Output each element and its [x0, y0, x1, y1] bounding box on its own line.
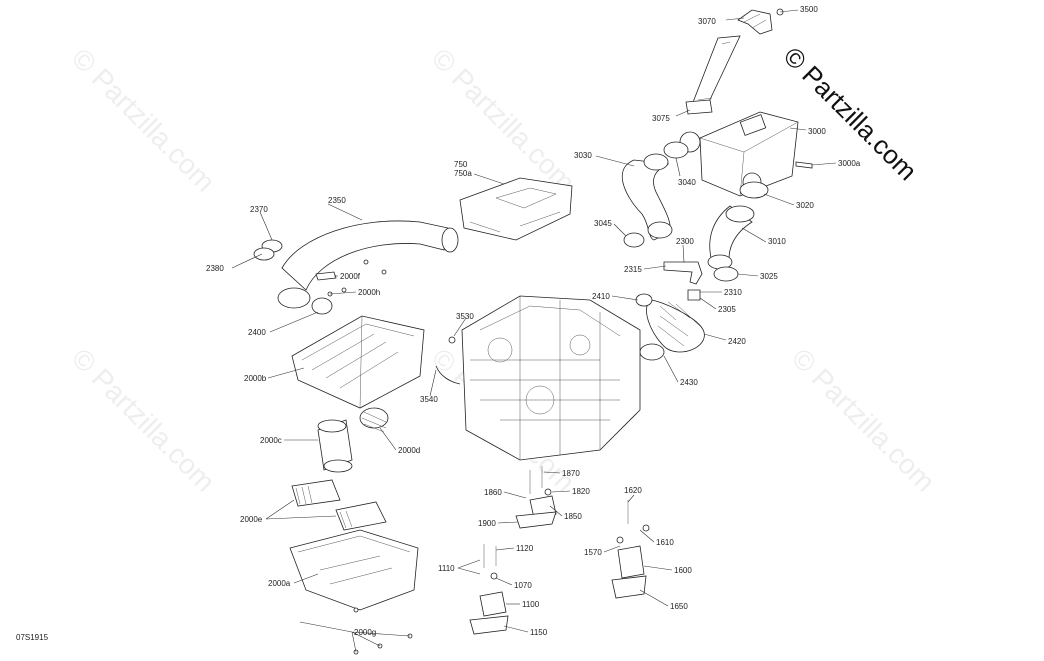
coupler-2000d	[359, 407, 389, 433]
callout-label[interactable]: 2400	[248, 328, 266, 337]
callout-label[interactable]: 1820	[572, 487, 590, 496]
mount-1100	[469, 544, 509, 635]
watermark: © Partzilla.com	[426, 42, 581, 197]
callout-label[interactable]: 1860	[484, 488, 502, 497]
screw-2000g	[353, 607, 359, 613]
callout-label[interactable]: 3010	[768, 237, 786, 246]
callout-label[interactable]: 1120	[516, 544, 534, 553]
intake-manifold-2000b	[291, 315, 425, 409]
callout-label[interactable]: 3075	[652, 114, 670, 123]
bracket-3070	[737, 8, 784, 35]
callout-label[interactable]: 3000	[808, 127, 826, 136]
screw-2000h	[381, 269, 387, 275]
screw-2000h	[341, 287, 347, 293]
fitting-2300	[663, 261, 703, 285]
callout-label[interactable]: 1070	[514, 581, 532, 590]
mount-1600	[611, 500, 650, 599]
callout-label[interactable]: 2380	[206, 264, 224, 273]
callout-label[interactable]: 2000d	[398, 446, 420, 455]
intercooler-3000	[679, 111, 799, 197]
callout-label[interactable]: 3020	[796, 201, 814, 210]
clamp-2380	[253, 247, 275, 261]
callout-label[interactable]: 3540	[420, 395, 438, 404]
mount-1850	[515, 466, 557, 529]
callout-labels: 3500 3070 3075 3000 3000a 3030 3040 3020…	[206, 5, 861, 637]
wire-3540	[435, 365, 461, 385]
callout-label[interactable]: 2430	[680, 378, 698, 387]
callout-label[interactable]: 2420	[728, 337, 746, 346]
callout-label[interactable]: 3000a	[838, 159, 861, 168]
callout-label[interactable]: 1110	[438, 564, 455, 573]
callout-label[interactable]: 2000a	[268, 579, 291, 588]
callout-label[interactable]: 2310	[724, 288, 742, 297]
callout-label[interactable]: 750a	[454, 169, 472, 178]
callout-label[interactable]: 2350	[328, 196, 346, 205]
callout-label[interactable]: 3040	[678, 178, 696, 187]
bolt-3000a	[795, 161, 813, 169]
callout-label[interactable]: 750	[454, 160, 468, 169]
gasket-2000f	[315, 271, 337, 281]
callout-label[interactable]: 2000e	[240, 515, 263, 524]
callout-label[interactable]: 2000c	[260, 436, 282, 445]
sensor-3530	[448, 336, 456, 344]
part-drawings	[253, 8, 813, 655]
clamp-2400	[311, 297, 333, 315]
callout-label[interactable]: 2300	[676, 237, 694, 246]
callout-label[interactable]: 1620	[624, 486, 642, 495]
callout-label[interactable]: 1870	[562, 469, 580, 478]
tube-2000c	[317, 419, 353, 473]
clamp-3020	[739, 181, 769, 199]
callout-label[interactable]: 1150	[530, 628, 548, 637]
callout-label[interactable]: 3530	[456, 312, 474, 321]
oil-pan-2000a	[289, 529, 419, 611]
hose-3010	[707, 205, 755, 270]
strap-3075	[685, 35, 741, 115]
callout-label[interactable]: 1900	[478, 519, 496, 528]
engine-block	[461, 295, 641, 461]
watermark: © Partzilla.com	[66, 42, 221, 197]
callout-label[interactable]: 3030	[574, 151, 592, 160]
callout-label[interactable]: 1600	[674, 566, 692, 575]
callout-label[interactable]: 1850	[564, 512, 582, 521]
callout-label[interactable]: 2315	[624, 265, 642, 274]
coupler-2000e	[291, 479, 387, 531]
bellows-2420	[635, 293, 705, 361]
callout-label[interactable]: 2000g	[354, 628, 376, 637]
callout-label[interactable]: 3070	[698, 17, 716, 26]
callout-label[interactable]: 2305	[718, 305, 736, 314]
clamp-3025	[713, 266, 739, 282]
clamp-3045	[623, 232, 645, 248]
watermark: © Partzilla.com	[66, 342, 221, 497]
intake-duct-2350	[277, 220, 459, 309]
callout-label[interactable]: 2410	[592, 292, 610, 301]
callout-label[interactable]: 1650	[670, 602, 688, 611]
engine-cover-750	[459, 177, 573, 241]
callout-label[interactable]: 1570	[584, 548, 602, 557]
callout-label[interactable]: 2000f	[340, 272, 361, 281]
callout-label[interactable]: 3025	[760, 272, 778, 281]
diagram-code: 07S1915	[16, 633, 49, 642]
callout-label[interactable]: 2000h	[358, 288, 380, 297]
callout-label[interactable]: 2000b	[244, 374, 267, 383]
hose-3030	[621, 153, 673, 241]
callout-label[interactable]: 3500	[800, 5, 818, 14]
sensor-2310	[687, 289, 701, 301]
clamp-3040	[663, 141, 689, 159]
callout-label[interactable]: 1100	[522, 600, 540, 609]
screw-2000h	[363, 259, 369, 265]
watermark: © Partzilla.com	[786, 342, 941, 497]
callout-label[interactable]: 2370	[250, 205, 268, 214]
callout-label[interactable]: 1610	[656, 538, 674, 547]
leader-lines	[231, 9, 837, 653]
callout-label[interactable]: 3045	[594, 219, 612, 228]
